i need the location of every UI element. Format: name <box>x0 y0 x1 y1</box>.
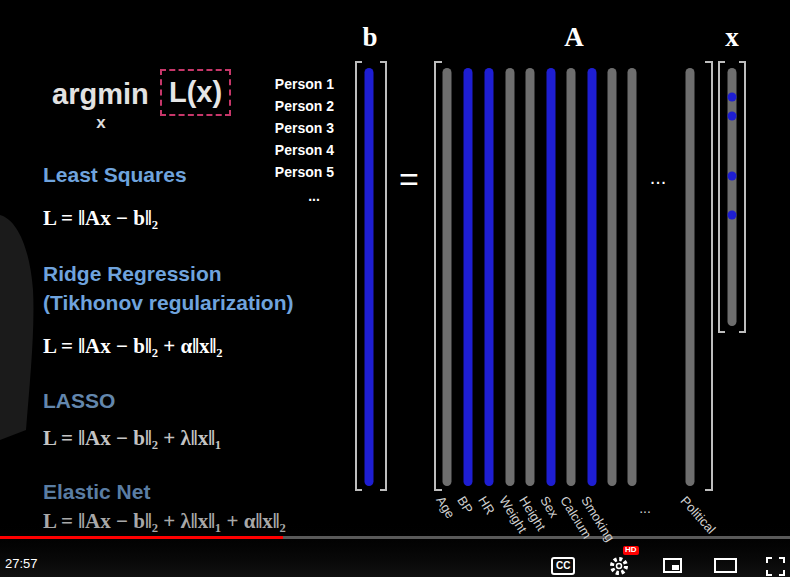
slide-text: LASSO <box>43 389 115 413</box>
presenter <box>0 215 33 440</box>
bracket <box>380 62 386 490</box>
progress-played <box>0 536 283 539</box>
matrix-column <box>547 68 556 486</box>
progress-track <box>0 536 790 539</box>
node-text: HD <box>625 546 637 555</box>
matrix-column <box>526 68 535 486</box>
node-text: L(x) <box>169 76 222 109</box>
math-label: A <box>564 22 584 53</box>
math-label: ... <box>308 188 320 204</box>
math-label: x <box>96 113 105 133</box>
matrix-column <box>567 68 576 486</box>
matrix-column <box>443 68 452 486</box>
nonzero-dot <box>728 112 737 121</box>
math-label: Person 5 <box>275 164 334 180</box>
math-label: Person 4 <box>275 142 334 158</box>
nonzero-dot <box>728 172 737 181</box>
captions-button: CC <box>551 557 575 575</box>
bracket <box>435 62 442 490</box>
slide-text: (Tikhonov regularization) <box>43 291 293 315</box>
miniplayer-icon <box>664 559 681 572</box>
slide-text: Ridge Regression <box>43 262 222 286</box>
math-label: b <box>362 22 377 53</box>
vector-column <box>365 68 374 486</box>
matrix-column <box>464 68 473 486</box>
slide-text: L = ‖Ax − b‖₂ <box>43 206 158 230</box>
matrix-column <box>628 68 637 486</box>
matrix-column <box>608 68 617 486</box>
column-label: ... <box>639 500 651 516</box>
time-display: 27:57 <box>5 557 38 572</box>
column-label: Age <box>432 494 457 522</box>
bracket <box>719 62 725 332</box>
slide-text: Elastic Net <box>43 480 150 504</box>
math-label: ... <box>650 166 667 189</box>
nonzero-dot <box>728 93 737 102</box>
math-label: Person 1 <box>275 76 334 92</box>
math-label: Person 3 <box>275 120 334 136</box>
matrix-column <box>686 68 695 486</box>
settings-gear <box>612 559 626 573</box>
slide-text: L = ‖Ax − b‖₂ + λ‖x‖₁ + α‖x‖₂ <box>43 509 286 533</box>
settings-gear <box>617 564 622 569</box>
column-label: HR <box>474 494 497 518</box>
bracket <box>356 62 362 490</box>
bracket <box>705 62 712 490</box>
matrix-column <box>506 68 515 486</box>
bracket <box>739 62 745 332</box>
math-label: x <box>725 22 739 53</box>
nonzero-dot <box>728 211 737 220</box>
math-label: argmin <box>52 78 149 111</box>
theater-icon <box>715 559 736 572</box>
slide-text: L = ‖Ax − b‖₂ + λ‖x‖₁ <box>43 426 221 450</box>
slide-text: L = ‖Ax − b‖₂ + α‖x‖₂ <box>43 334 223 358</box>
fullscreen-icon <box>767 558 784 575</box>
math-label: Person 2 <box>275 98 334 114</box>
matrix-column <box>588 68 597 486</box>
node-text: CC <box>556 560 570 572</box>
loss-box: L(x) <box>160 69 231 116</box>
matrix-column <box>485 68 494 486</box>
slide-text: Least Squares <box>43 163 187 187</box>
miniplayer-icon <box>672 565 679 570</box>
quality-badge: HD <box>623 546 639 555</box>
vector-column <box>728 68 737 326</box>
math-label: = <box>399 160 419 199</box>
